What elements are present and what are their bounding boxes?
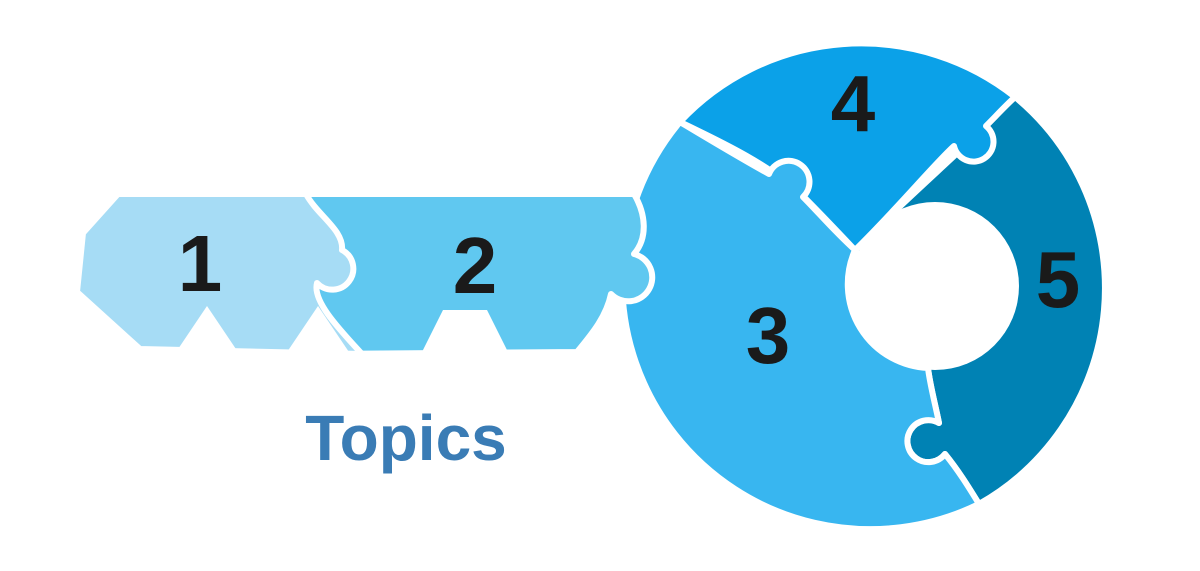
key-hole: [851, 202, 1019, 370]
key-tooth-notch-2: [283, 306, 353, 358]
piece-3-shape: [619, 119, 982, 533]
piece-3-label: 3: [746, 291, 791, 380]
piece-5-label: 5: [1036, 235, 1081, 324]
key-tooth-notch-1: [172, 306, 242, 358]
piece-1-shape: [74, 191, 365, 357]
piece-1-label: 1: [178, 219, 223, 308]
piece-2-label: 2: [453, 221, 498, 310]
topics-title: Topics: [305, 402, 507, 474]
piece-4-label: 4: [831, 59, 876, 148]
key-tooth-notch-3: [419, 310, 511, 358]
